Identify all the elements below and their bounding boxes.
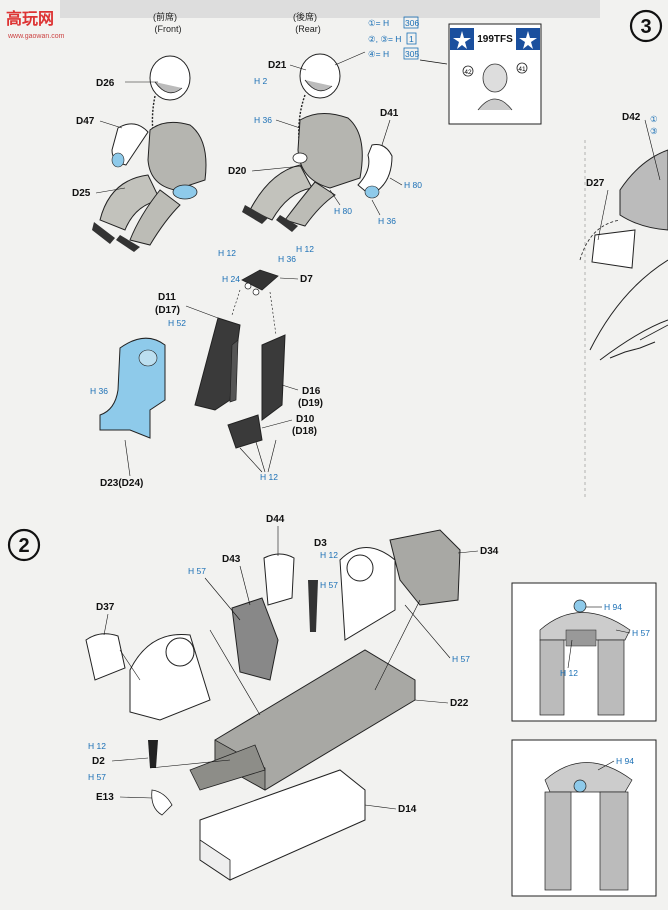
label-d19: (D19) [298,398,323,409]
step-3-marker: 3 [629,9,663,43]
label-d21: D21 [268,60,287,71]
label-d23: D23(D24) [100,478,143,489]
svg-text:306: 306 [405,18,419,28]
label-d20: D20 [228,166,247,177]
paint-h36-a: H 36 [254,115,272,125]
svg-text:3: 3 [640,16,651,38]
svg-text:高玩网: 高玩网 [6,9,54,28]
label-d17: (D17) [155,305,180,316]
paint-h12-e: H 12 [88,741,106,751]
paint-h12-c: H 12 [260,472,278,482]
svg-text:②, ③= H: ②, ③= H [368,34,401,44]
rear-panel-box [511,739,657,897]
label-d3: D3 [314,538,327,549]
header-strip [60,0,600,18]
rear-header-en: (Rear) [295,24,321,34]
paint-h94-b: H 94 [616,756,634,766]
svg-text:①= H: ①= H [368,18,389,28]
watermark-logo: 高玩网 www.gaowan.com [6,9,65,40]
label-d18: (D18) [292,426,317,437]
label-d14: D14 [398,804,417,815]
label-d44: D44 [266,514,285,525]
ejection-seat-parts [99,269,286,449]
label-d47: D47 [76,116,95,127]
svg-text:42: 42 [464,69,472,76]
svg-text:305: 305 [405,49,419,59]
label-d10: D10 [296,414,315,425]
label-d11: D11 [158,292,176,303]
paint-h57-a: H 57 [320,580,338,590]
paint-h36-c: H 36 [278,254,296,264]
svg-text:④= H: ④= H [368,49,389,59]
paint-h36-d: H 36 [90,386,108,396]
paint-h12-d: H 12 [320,550,338,560]
svg-text:2: 2 [18,535,29,557]
svg-text:1: 1 [409,34,414,44]
paint-h12-f: H 12 [560,668,578,678]
label-d27: D27 [586,178,605,189]
canopy-frame-partial [579,149,668,361]
paint-h57-c: H 57 [452,654,470,664]
svg-text:www.gaowan.com: www.gaowan.com [7,33,65,40]
rear-pilot-figure [242,53,393,232]
front-panel-box [511,582,657,722]
svg-text:199TFS: 199TFS [477,34,513,45]
label-e13: E13 [96,792,114,803]
front-header-cn: (前席) [153,11,177,22]
label-d26: D26 [96,78,115,89]
paint-legend: ①= H 306 ②, ③= H 1 ④= H 305 [368,16,419,60]
paint-h94-a: H 94 [604,602,622,612]
paint-h36-b: H 36 [378,216,396,226]
paint-h57-e: H 57 [632,628,650,638]
paint-h57-d: H 57 [88,772,106,782]
label-d7: D7 [300,274,313,285]
label-d2: D2 [92,756,105,767]
paint-h2-a: H 2 [254,76,268,86]
label-d34: D34 [480,546,499,557]
paint-h80-b: H 80 [334,206,352,216]
front-pilot-figure [92,55,207,252]
label-d43: D43 [222,554,241,565]
label-d37: D37 [96,602,115,613]
step-2-marker: 2 [7,528,41,562]
label-d22: D22 [450,698,469,709]
label-d25: D25 [72,188,91,199]
decal-box: 199TFS 42 41 [419,23,542,125]
paint-h24: H 24 [222,274,240,284]
cockpit-tub [85,529,461,881]
label-d41: D41 [380,108,399,119]
svg-text:41: 41 [518,66,526,73]
front-header-en: (Front) [155,24,182,34]
paint-h57-b: H 57 [188,566,206,576]
paint-h12-a: H 12 [218,248,236,258]
label-d16: D16 [302,386,321,397]
d42-callout-3: ③ [650,126,658,136]
d42-callout-1: ① [650,114,658,124]
label-d42: D42 [622,112,641,123]
paint-h12-b: H 12 [296,244,314,254]
rear-header-cn: (後席) [293,11,317,22]
paint-h52: H 52 [168,318,186,328]
paint-h80-a: H 80 [404,180,422,190]
